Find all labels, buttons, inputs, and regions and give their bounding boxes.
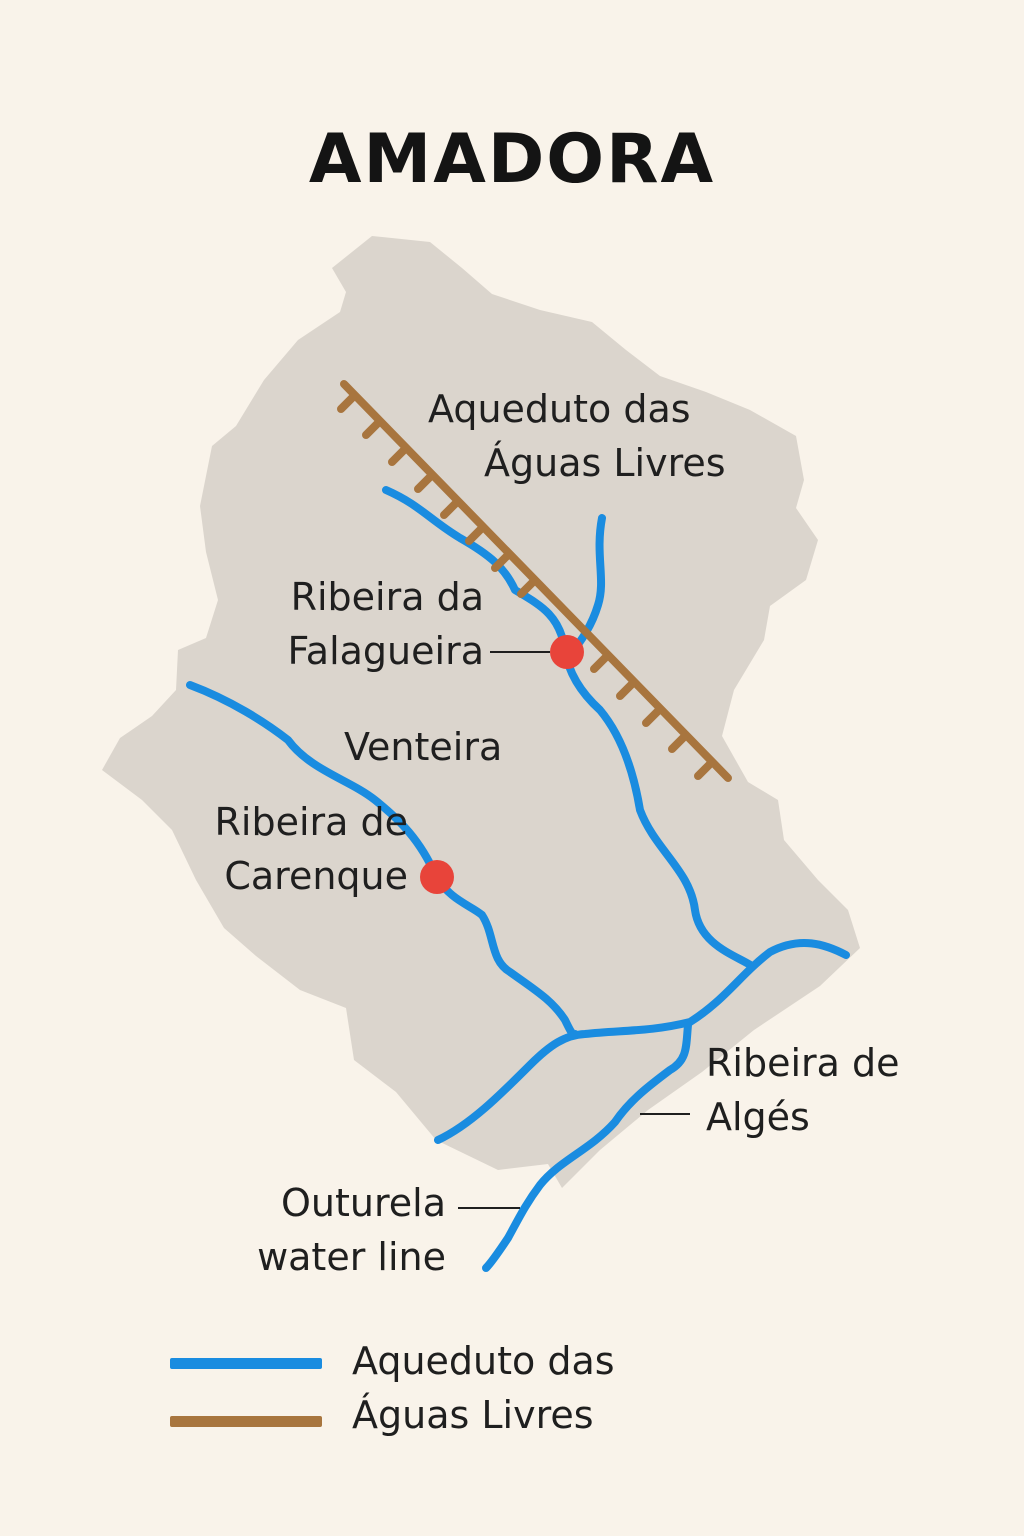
- carenque-point: [420, 860, 454, 894]
- falagueira-label-line-2: Falagueira: [287, 629, 484, 673]
- alges-label-line-1: Ribeira de: [706, 1041, 900, 1085]
- map-title: AMADORA: [308, 120, 716, 199]
- carenque-label-line-2: Carenque: [224, 854, 408, 898]
- alges-label-line-2: Algés: [706, 1095, 810, 1139]
- main-river: [434, 938, 850, 1144]
- amadora-area: [102, 236, 860, 1188]
- outurela-water-line-path: [482, 1021, 692, 1272]
- aqueduct-label-line-2: Águas Livres: [484, 441, 726, 485]
- legend-water-line-swatch: [170, 1358, 322, 1369]
- carenque-label: Ribeira de Carenque: [214, 795, 408, 903]
- outurela-label: Outurela water line: [257, 1176, 446, 1284]
- venteira-label: Venteira: [344, 725, 503, 769]
- north-tributary: [566, 514, 606, 659]
- outurela-label-line-1: Outurela: [281, 1181, 446, 1225]
- alges-label: Ribeira de Algés: [706, 1036, 900, 1144]
- falagueira-label-line-1: Ribeira da: [290, 575, 484, 619]
- aqueduct-line: [337, 380, 732, 782]
- aqueduct-label: Aqueduto das Águas Livres: [428, 382, 726, 490]
- legend-label: Aqueduto das Águas Livres: [352, 1334, 615, 1442]
- legend-aqueduct-swatch: [170, 1416, 322, 1427]
- outurela-label-line-2: water line: [257, 1235, 446, 1279]
- legend-label-line-1: Aqueduto das: [352, 1339, 615, 1383]
- falagueira-label: Ribeira da Falagueira: [287, 570, 484, 678]
- legend-label-line-2: Águas Livres: [352, 1393, 594, 1437]
- falagueira-point: [550, 635, 584, 669]
- aqueduct-label-line-1: Aqueduto das: [428, 387, 691, 431]
- carenque-label-line-1: Ribeira de: [214, 800, 408, 844]
